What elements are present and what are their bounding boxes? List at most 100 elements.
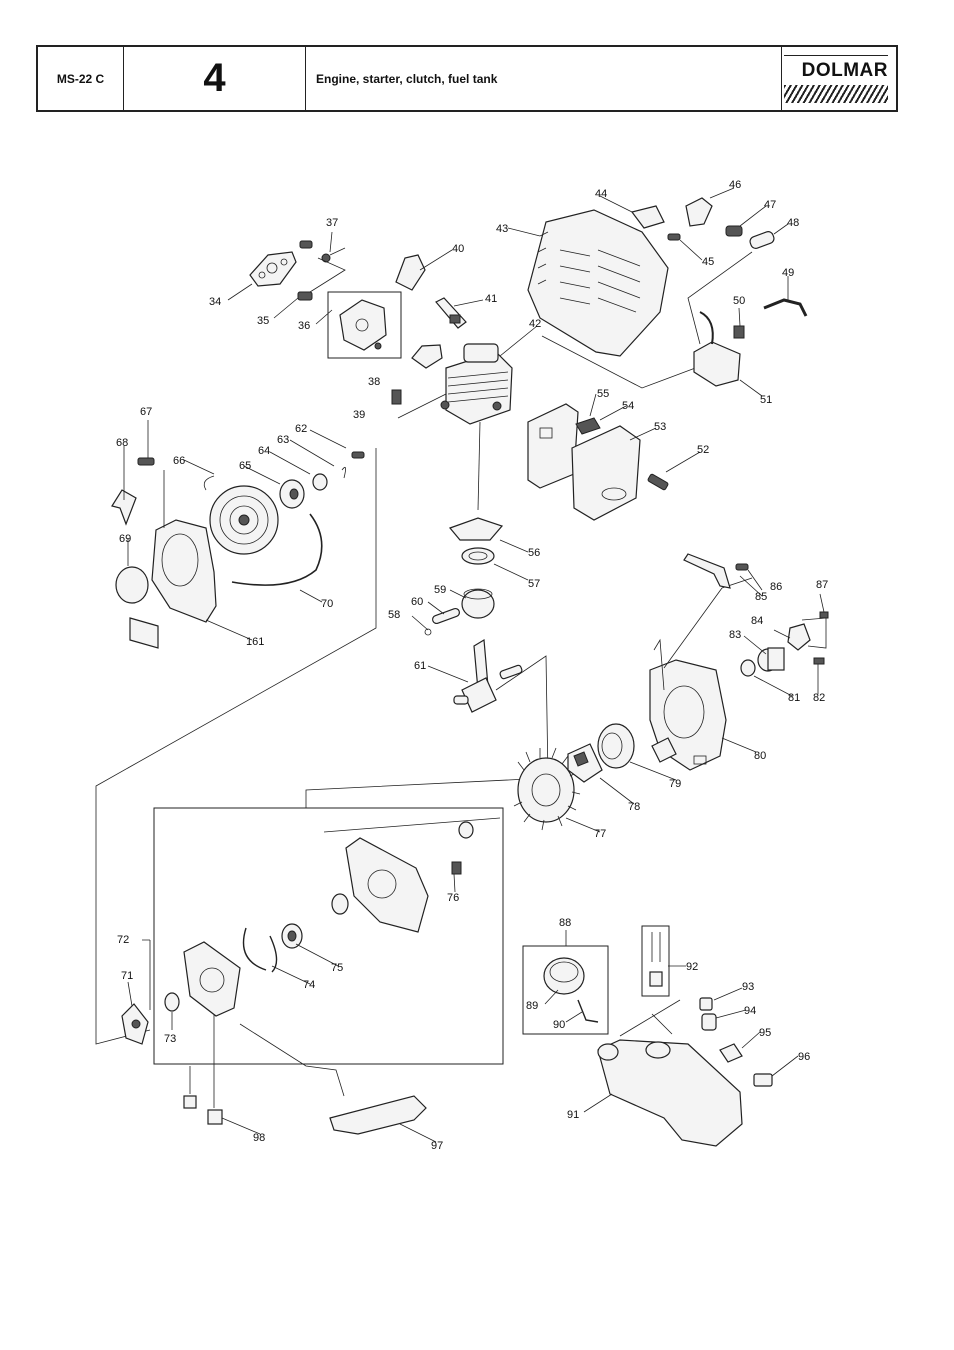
part-label: 67 xyxy=(140,406,152,418)
filter-box xyxy=(641,925,670,997)
part-label: 68 xyxy=(116,437,128,449)
part-label: 72 xyxy=(117,934,129,946)
washer-63 xyxy=(341,466,346,479)
header-table: MS-22 C 4 Engine, starter, clutch, fuel … xyxy=(36,45,898,112)
seal-right xyxy=(458,821,474,839)
crankcase-half-left xyxy=(183,941,241,1017)
part-label: 36 xyxy=(298,320,310,332)
gasket-34 xyxy=(249,251,297,287)
part-label: 90 xyxy=(553,1019,565,1031)
carburetor-36 xyxy=(339,299,387,351)
part-label: 64 xyxy=(258,445,270,457)
part-label: 49 xyxy=(782,267,794,279)
part-label: 85 xyxy=(755,591,767,603)
holder-98a xyxy=(183,1095,197,1109)
part-label: 63 xyxy=(277,434,289,446)
spring-47 xyxy=(725,225,743,237)
part-label: 95 xyxy=(759,1027,771,1039)
carburetor-box xyxy=(327,291,402,359)
brand-logo: DOLMAR xyxy=(782,47,896,110)
plate-95 xyxy=(719,1043,743,1063)
crankcase-box xyxy=(153,807,504,1065)
part-label: 97 xyxy=(431,1140,443,1152)
part-label: 50 xyxy=(733,295,745,307)
part-label: 40 xyxy=(452,243,464,255)
part-label: 59 xyxy=(434,584,446,596)
screw-67 xyxy=(137,457,155,466)
ignition-coil-51 xyxy=(693,311,741,387)
part-labels: 34 35 36 37 38 39 40 41 42 43 44 45 46 4… xyxy=(116,179,828,1152)
pawl-68 xyxy=(111,489,137,526)
part-label: 60 xyxy=(411,596,423,608)
fuel-filter-92 xyxy=(649,932,663,987)
part-label: 58 xyxy=(388,609,400,621)
bearing-64 xyxy=(312,473,328,491)
part-label: 55 xyxy=(597,388,609,400)
part-label: 43 xyxy=(496,223,508,235)
seal-73 xyxy=(164,992,180,1012)
lead-49 xyxy=(763,298,808,317)
logo-hatch xyxy=(784,84,888,103)
part-label: 82 xyxy=(813,692,825,704)
part-label: 41 xyxy=(485,293,497,305)
valve-93 xyxy=(699,997,713,1011)
part-label: 87 xyxy=(816,579,828,591)
screw-50 xyxy=(733,325,745,339)
part-label: 65 xyxy=(239,460,251,472)
part-label: 69 xyxy=(119,533,131,545)
spacer-83 xyxy=(757,647,785,672)
lever-85 xyxy=(683,553,731,589)
part-label: 39 xyxy=(353,409,365,421)
holder-98b xyxy=(207,1109,223,1125)
part-label: 57 xyxy=(528,578,540,590)
piston-59 xyxy=(461,588,495,619)
muffler-53 xyxy=(571,425,641,521)
base-gasket-56 xyxy=(448,517,504,541)
muffler-gasket-55 xyxy=(527,403,579,489)
rope-70 xyxy=(231,513,323,586)
part-label: 42 xyxy=(529,318,541,330)
seal-57 xyxy=(461,547,495,565)
screw-87 xyxy=(819,611,829,619)
section-number: 4 xyxy=(124,47,306,110)
starter-housing-161 xyxy=(151,519,217,623)
part-label: 74 xyxy=(303,979,315,991)
part-label: 54 xyxy=(622,400,634,412)
screw-45 xyxy=(667,233,681,241)
part-label: 83 xyxy=(729,629,741,641)
clutch-housing-80 xyxy=(649,638,727,771)
spark-plug-41 xyxy=(435,297,467,329)
bearing-75 xyxy=(281,923,303,949)
part-label: 94 xyxy=(744,1005,756,1017)
part-label: 73 xyxy=(164,1033,176,1045)
part-label: 46 xyxy=(729,179,741,191)
part-label: 98 xyxy=(253,1132,265,1144)
fan-71 xyxy=(121,1003,149,1045)
cap-69 xyxy=(115,566,149,604)
part-label: 86 xyxy=(770,581,782,593)
part-label: 80 xyxy=(754,750,766,762)
part-label: 93 xyxy=(742,981,754,993)
fuel-tank-91 xyxy=(597,1039,743,1147)
part-label: 48 xyxy=(787,217,799,229)
screw-82 xyxy=(813,657,825,665)
cap-46 xyxy=(685,197,713,227)
part-label: 66 xyxy=(173,455,185,467)
part-label: 35 xyxy=(257,315,269,327)
part-label: 92 xyxy=(686,961,698,973)
screw-52 xyxy=(647,473,669,491)
fuel-cap-box xyxy=(522,945,609,1035)
strap-90 xyxy=(577,999,599,1023)
part-label: 76 xyxy=(447,892,459,904)
plate-54 xyxy=(575,417,601,435)
bolt-39 xyxy=(391,389,402,405)
part-label: 44 xyxy=(595,188,607,200)
section-title: Engine, starter, clutch, fuel tank xyxy=(306,47,782,110)
part-label: 77 xyxy=(594,828,606,840)
part-label: 78 xyxy=(628,801,640,813)
cylinder-42 xyxy=(440,343,513,425)
logo-rule xyxy=(784,54,888,56)
screw-76 xyxy=(451,861,462,875)
part-label: 45 xyxy=(702,256,714,268)
part-label: 47 xyxy=(764,199,776,211)
